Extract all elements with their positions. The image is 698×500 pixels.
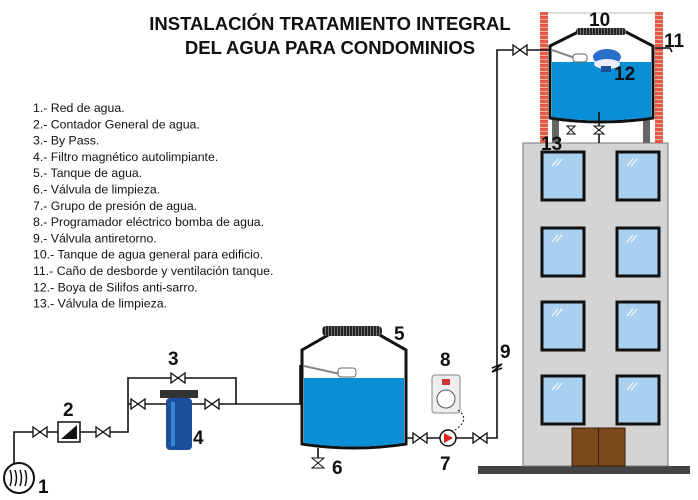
legend-item: 10.- Tanque de agua general para edifici… bbox=[33, 248, 263, 262]
valves bbox=[32, 43, 528, 445]
legend-item: 7.- Grupo de presión de agua. bbox=[33, 199, 197, 213]
label-9: 9 bbox=[500, 342, 511, 363]
label-13: 13 bbox=[541, 134, 562, 155]
gate-valve-icon bbox=[512, 43, 528, 57]
legend-item: 2.- Contador General de agua. bbox=[33, 117, 200, 131]
brick-column-left bbox=[540, 12, 548, 143]
window bbox=[615, 150, 661, 202]
window bbox=[615, 226, 661, 278]
check-valve-icon bbox=[491, 363, 503, 373]
label-10: 10 bbox=[589, 10, 610, 31]
gate-valve-icon bbox=[170, 371, 186, 385]
tank-lid bbox=[576, 28, 626, 35]
label-12: 12 bbox=[614, 64, 635, 85]
label-8: 8 bbox=[440, 350, 451, 371]
legend-item: 4.- Filtro magnético autolimpiante. bbox=[33, 150, 218, 164]
legend-item: 3.- By Pass. bbox=[33, 134, 99, 148]
water-mains-coil-icon bbox=[3, 462, 35, 494]
window bbox=[540, 150, 586, 202]
gate-valve-icon bbox=[204, 397, 220, 411]
door bbox=[571, 427, 626, 467]
legend-item: 1.- Red de agua. bbox=[33, 101, 125, 115]
legend-item: 6.- Válvula de limpieza. bbox=[33, 183, 160, 197]
brick-column-right bbox=[655, 12, 663, 143]
legend: 1.- Red de agua. 2.- Contador General de … bbox=[33, 101, 273, 311]
window bbox=[615, 300, 661, 352]
legend-item: 12.- Boya de Silifos anti-sarro. bbox=[33, 280, 198, 294]
legend-item: 9.- Válvula antiretorno. bbox=[33, 231, 157, 245]
legend-item: 8.- Programador eléctrico bomba de agua. bbox=[33, 215, 264, 229]
ground bbox=[478, 466, 690, 474]
magnetic-filter-icon bbox=[160, 390, 198, 450]
gate-valve-icon bbox=[412, 431, 428, 445]
water-tank-5 bbox=[300, 326, 408, 469]
label-5: 5 bbox=[394, 324, 405, 345]
window bbox=[540, 374, 586, 426]
legend-item: 13.- Válvula de limpieza. bbox=[33, 297, 167, 311]
legend-item: 11.- Caño de desborde y ventilación tanq… bbox=[33, 264, 273, 278]
pump-icon bbox=[439, 429, 457, 447]
pump-timer-icon bbox=[431, 374, 465, 433]
drain-valves-13 bbox=[565, 112, 606, 143]
silifos-float-icon bbox=[593, 49, 621, 72]
overflow-pipe bbox=[655, 47, 673, 53]
title-line-2: DEL AGUA PARA CONDOMINIOS bbox=[185, 37, 475, 58]
label-2: 2 bbox=[63, 400, 74, 421]
gate-valve-icon bbox=[32, 425, 48, 439]
gate-valve-icon bbox=[95, 425, 111, 439]
building-windows bbox=[540, 150, 661, 426]
window bbox=[540, 300, 586, 352]
label-11: 11 bbox=[664, 31, 685, 52]
window bbox=[540, 226, 586, 278]
legend-item: 5.- Tanque de agua. bbox=[33, 166, 142, 180]
label-3: 3 bbox=[168, 349, 179, 370]
label-7: 7 bbox=[440, 454, 451, 475]
window bbox=[615, 374, 661, 426]
label-1: 1 bbox=[38, 477, 49, 498]
gate-valve-icon bbox=[472, 431, 488, 445]
gate-valve-icon bbox=[130, 397, 146, 411]
title-line-1: INSTALACIÓN TRATAMIENTO INTEGRAL bbox=[149, 13, 510, 34]
label-6: 6 bbox=[332, 458, 343, 479]
building-water-tank bbox=[548, 28, 655, 124]
label-4: 4 bbox=[193, 428, 204, 449]
water-meter-icon bbox=[57, 421, 81, 443]
